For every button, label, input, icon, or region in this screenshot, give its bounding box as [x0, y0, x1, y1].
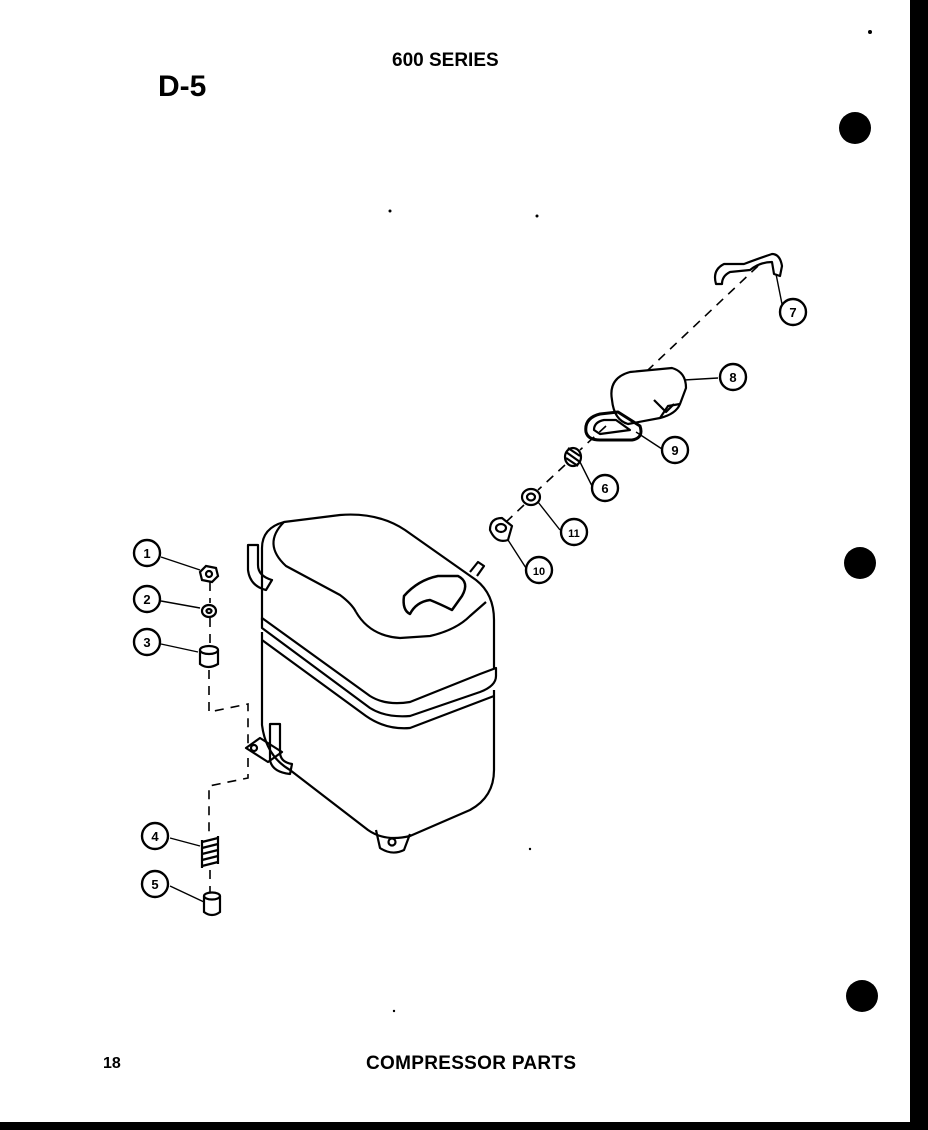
- page-code: D-5: [158, 70, 207, 103]
- svg-text:10: 10: [533, 566, 545, 578]
- svg-text:9: 9: [671, 443, 678, 458]
- svg-text:11: 11: [568, 528, 580, 540]
- leader-lines: [160, 273, 783, 903]
- svg-text:4: 4: [151, 829, 159, 844]
- callout-9: 9: [660, 435, 690, 465]
- callouts: 1 2 3 4 5 6 7 8: [132, 297, 808, 899]
- svg-text:8: 8: [729, 370, 736, 385]
- callout-7: 7: [778, 297, 808, 327]
- series-title: 600 SERIES: [392, 50, 499, 71]
- svg-text:1: 1: [143, 546, 150, 561]
- callout-6: 6: [590, 473, 620, 503]
- svg-text:3: 3: [143, 635, 150, 650]
- callout-10: 10: [524, 555, 554, 585]
- scan-specks: [388, 30, 872, 1013]
- binder-hole: [846, 980, 878, 1012]
- callout-1: 1: [132, 538, 162, 568]
- assembly-lines: [208, 265, 759, 892]
- compressor-body: [244, 513, 498, 854]
- page-number: 18: [103, 1055, 121, 1072]
- footer-title: COMPRESSOR PARTS: [366, 1053, 577, 1074]
- callout-5: 5: [140, 869, 170, 899]
- svg-text:7: 7: [789, 305, 796, 320]
- callout-2: 2: [132, 584, 162, 614]
- svg-text:2: 2: [143, 592, 150, 607]
- svg-text:6: 6: [601, 481, 608, 496]
- binder-holes: [839, 112, 878, 1012]
- cover-and-clip: [488, 252, 784, 542]
- binder-hole: [844, 547, 876, 579]
- callout-11: 11: [559, 517, 589, 547]
- binder-hole: [839, 112, 871, 144]
- mounting-hardware: [198, 564, 222, 917]
- svg-text:5: 5: [151, 877, 158, 892]
- callout-4: 4: [140, 821, 170, 851]
- callout-8: 8: [718, 362, 748, 392]
- callout-3: 3: [132, 627, 162, 657]
